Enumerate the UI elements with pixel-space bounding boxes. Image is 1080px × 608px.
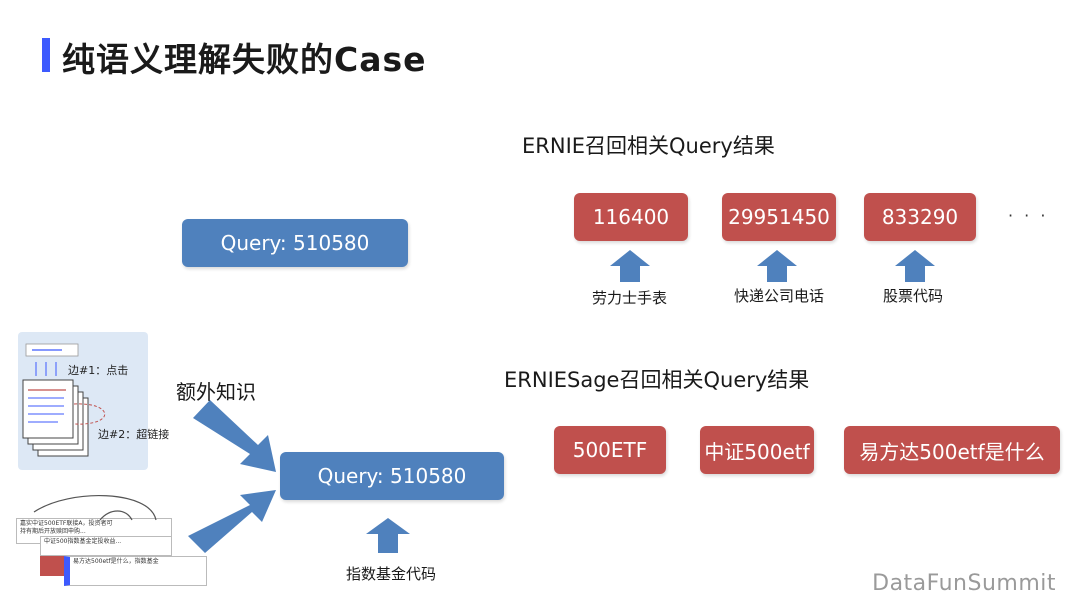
up-arrow-1	[610, 250, 650, 282]
up-arrow-index-fund	[366, 518, 410, 553]
snippet-text-4: 易方达500etf是什么，指数基金	[73, 558, 159, 565]
erniesage-result-1: 500ETF	[554, 426, 666, 474]
snippet-card-2: 中证500指数基金定投收益...	[40, 536, 172, 556]
erniesage-section-title: ERNIESage召回相关Query结果	[504, 368, 810, 392]
graph-illustration: 边#1：点击 边#2：超链接	[18, 332, 169, 470]
erniesage-result-3: 易方达500etf是什么	[844, 426, 1060, 474]
graph-edge1-label: 边#1：点击	[68, 364, 128, 377]
query-box-center: Query: 510580	[280, 452, 504, 500]
ernie-meaning-3: 股票代码	[883, 287, 944, 305]
ernie-result-2: 29951450	[722, 193, 836, 241]
ernie-result-1: 116400	[574, 193, 688, 241]
footer-brand: DataFunSummit	[872, 571, 1056, 596]
up-arrow-2	[757, 250, 797, 282]
snippet-text-2: 持有期后开放赎回申购...	[20, 528, 86, 535]
diagonal-arrow-down	[193, 400, 276, 472]
snippet-card-3: 易方达500etf是什么，指数基金	[64, 556, 207, 586]
index-fund-code-label: 指数基金代码	[346, 565, 437, 583]
graph-edge2-label: 边#2：超链接	[98, 427, 169, 441]
document-graph-icon: 边#1：点击 边#2：超链接	[22, 343, 169, 457]
ernie-result-3: 833290	[864, 193, 976, 241]
title-accent-bar	[42, 38, 50, 72]
up-arrow-3	[895, 250, 935, 282]
slide-title: 纯语义理解失败的Case	[62, 40, 427, 79]
snippet-text-1: 嘉实中证500ETF联接A，投资者可	[20, 520, 113, 527]
query-box-top: Query: 510580	[182, 219, 408, 267]
snippet-text-3: 中证500指数基金定投收益...	[44, 538, 122, 545]
extra-knowledge-label: 额外知识	[176, 380, 256, 404]
snippet-color-block	[40, 556, 64, 576]
ernie-meaning-1: 劳力士手表	[592, 289, 668, 307]
ernie-more-ellipsis: · · ·	[1008, 206, 1049, 225]
diagonal-arrow-up	[188, 490, 276, 553]
ernie-meaning-2: 快递公司电话	[734, 287, 825, 305]
erniesage-result-2: 中证500etf	[700, 426, 814, 474]
ernie-section-title: ERNIE召回相关Query结果	[522, 134, 775, 158]
